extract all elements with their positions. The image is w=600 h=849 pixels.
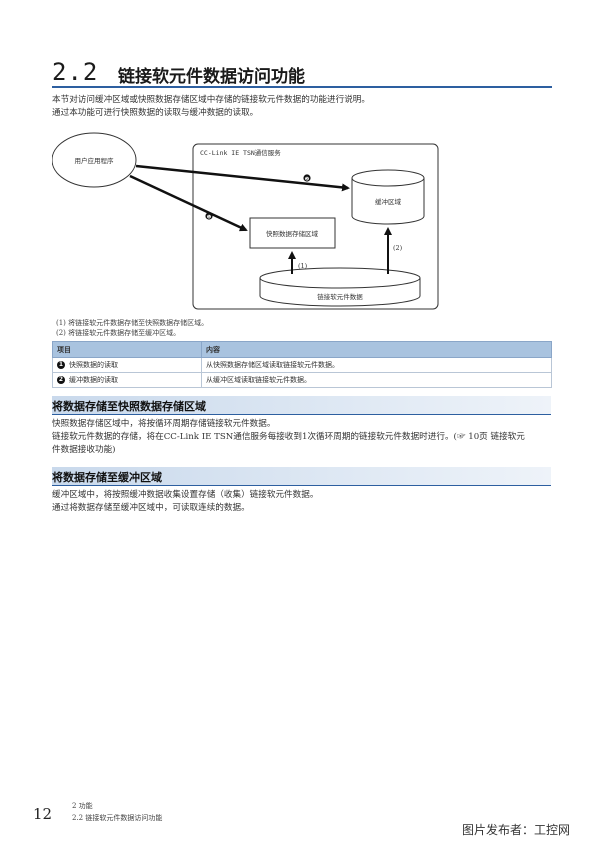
row-content: 从快照数据存储区域读取链接软元件数据。 [201, 357, 552, 373]
snapshot-area-box [249, 217, 336, 249]
marker-1: ❶ [207, 215, 212, 221]
link-device-data-label: 链接软元件数据 [317, 292, 363, 301]
row-item: 缓冲数据的读取 [69, 376, 118, 384]
snapshot-section-heading: 将数据存储至快照数据存储区域 [52, 396, 551, 415]
table-header-content: 内容 [201, 341, 552, 358]
table-row: 2 缓冲数据的读取 从缓冲区域读取链接软元件数据。 [52, 372, 552, 388]
footer-chapter: 2 功能 [72, 802, 93, 810]
note-2: (2) 将链接软元件数据存储至缓冲区域。 [56, 329, 181, 337]
footer-section: 2.2 链接软元件数据访问功能 [72, 814, 163, 822]
table-header-row: 项目 内容 [52, 341, 552, 358]
buffer-line-1: 缓冲区域中，将按照缓冲数据收集设置存储（收集）链接软元件数据。 [52, 490, 319, 500]
buffer-section-heading: 将数据存储至缓冲区域 [52, 467, 551, 486]
buffer-heading-text: 将数据存储至缓冲区域 [52, 471, 162, 484]
row-badge-icon: 1 [57, 361, 65, 369]
buffer-line-2: 通过将数据存储至缓冲区域中，可读取连续的数据。 [52, 503, 250, 513]
label-2: (2) [393, 244, 403, 252]
buffer-area-label: 缓冲区域 [375, 197, 402, 206]
intro-line-1: 本节对访问缓冲区域或快照数据存储区域中存储的链接软元件数据的功能进行说明。 [52, 95, 370, 105]
buffer-area-cylinder [351, 178, 425, 225]
arrow-1-snapshot-read [129, 174, 248, 232]
marker-2: ❷ [305, 177, 309, 183]
section-number: 2.2 [52, 58, 99, 86]
service-frame [192, 143, 439, 310]
label-1: (1) [298, 262, 308, 270]
user-program-label: 用户应用程序 [75, 156, 115, 165]
snapshot-heading-text: 将数据存储至快照数据存储区域 [52, 400, 206, 413]
service-label: CC-Link IE TSN通信服务 [200, 148, 281, 157]
table-row: 1 快照数据的读取 从快照数据存储区域读取链接软元件数据。 [52, 357, 552, 373]
snapshot-line-3[interactable]: 件数据接收功能) [52, 445, 116, 455]
table-header-item: 项目 [52, 341, 202, 358]
note-1: (1) 将链接软元件数据存储至快照数据存储区域。 [56, 319, 209, 327]
data-flow-diagram: CC-Link IE TSN通信服务 用户应用程序 缓冲区域 快照数据存储区域 … [52, 132, 439, 310]
row-badge-icon: 2 [57, 376, 65, 384]
section-rule [52, 86, 552, 88]
publisher-watermark: 图片发布者：工控网 [462, 823, 571, 837]
intro-line-2: 通过本功能可进行快照数据的读取与缓冲数据的读取。 [52, 108, 259, 118]
snapshot-area-label: 快照数据存储区域 [266, 229, 319, 238]
arrow-2-buffer-read [135, 164, 350, 192]
section-title: 链接软元件数据访问功能 [118, 67, 305, 87]
row-content: 从缓冲区域读取链接软元件数据。 [201, 372, 552, 388]
snapshot-line-2[interactable]: 链接软元件数据的存储，将在CC-Link IE TSN通信服务每接收到1次循环周… [52, 432, 525, 442]
function-table: 项目 内容 1 快照数据的读取 从快照数据存储区域读取链接软元件数据。 2 缓冲数据… [52, 341, 552, 388]
snapshot-line-1: 快照数据存储区域中，将按循环周期存储链接软元件数据。 [52, 419, 276, 429]
page-number: 12 [33, 805, 53, 823]
user-program-ellipse [52, 132, 137, 188]
row-item: 快照数据的读取 [69, 361, 118, 369]
